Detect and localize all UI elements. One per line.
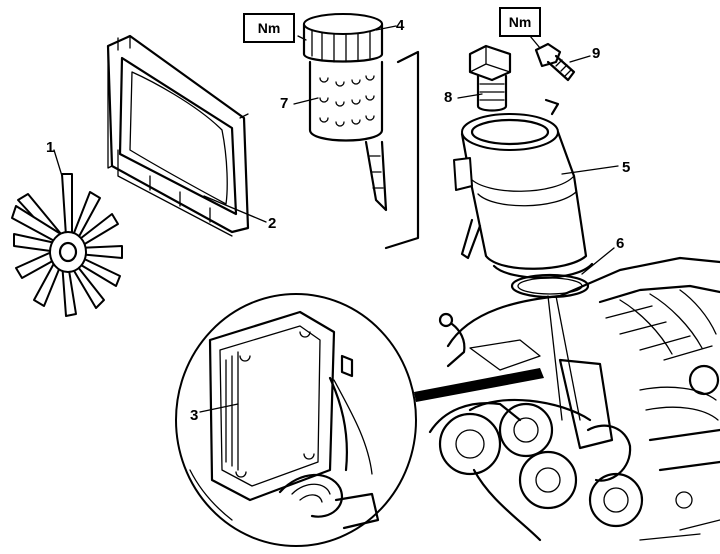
- callout-8: 8: [444, 89, 452, 106]
- filter-housing: [453, 98, 594, 279]
- callout-9: 9: [592, 45, 600, 62]
- seal-ring: [510, 273, 590, 299]
- callout-5: 5: [622, 159, 630, 176]
- cooling-fan: [11, 173, 123, 317]
- callout-7: 7: [280, 95, 288, 112]
- assembly-bracket: [384, 50, 420, 250]
- bolt: [534, 42, 576, 82]
- torque-label-1: Nm: [258, 20, 281, 36]
- engine-block: [428, 256, 720, 542]
- callout-2: 2: [268, 215, 276, 232]
- torque-box-1: Nm: [243, 13, 295, 43]
- callout-4: 4: [396, 17, 405, 34]
- oil-filter-element: [302, 13, 388, 212]
- drain-plug: [468, 44, 512, 112]
- detail-inset: [175, 293, 417, 547]
- leader-lines: [53, 25, 619, 413]
- callout-1: 1: [46, 139, 54, 156]
- inset-pointer: [414, 368, 544, 402]
- callout-3: 3: [190, 407, 198, 424]
- fan-shroud: [106, 34, 250, 237]
- location-line: [547, 295, 581, 421]
- callout-6: 6: [616, 235, 624, 252]
- torque-box-2: Nm: [499, 7, 541, 37]
- torque-label-2: Nm: [509, 14, 532, 30]
